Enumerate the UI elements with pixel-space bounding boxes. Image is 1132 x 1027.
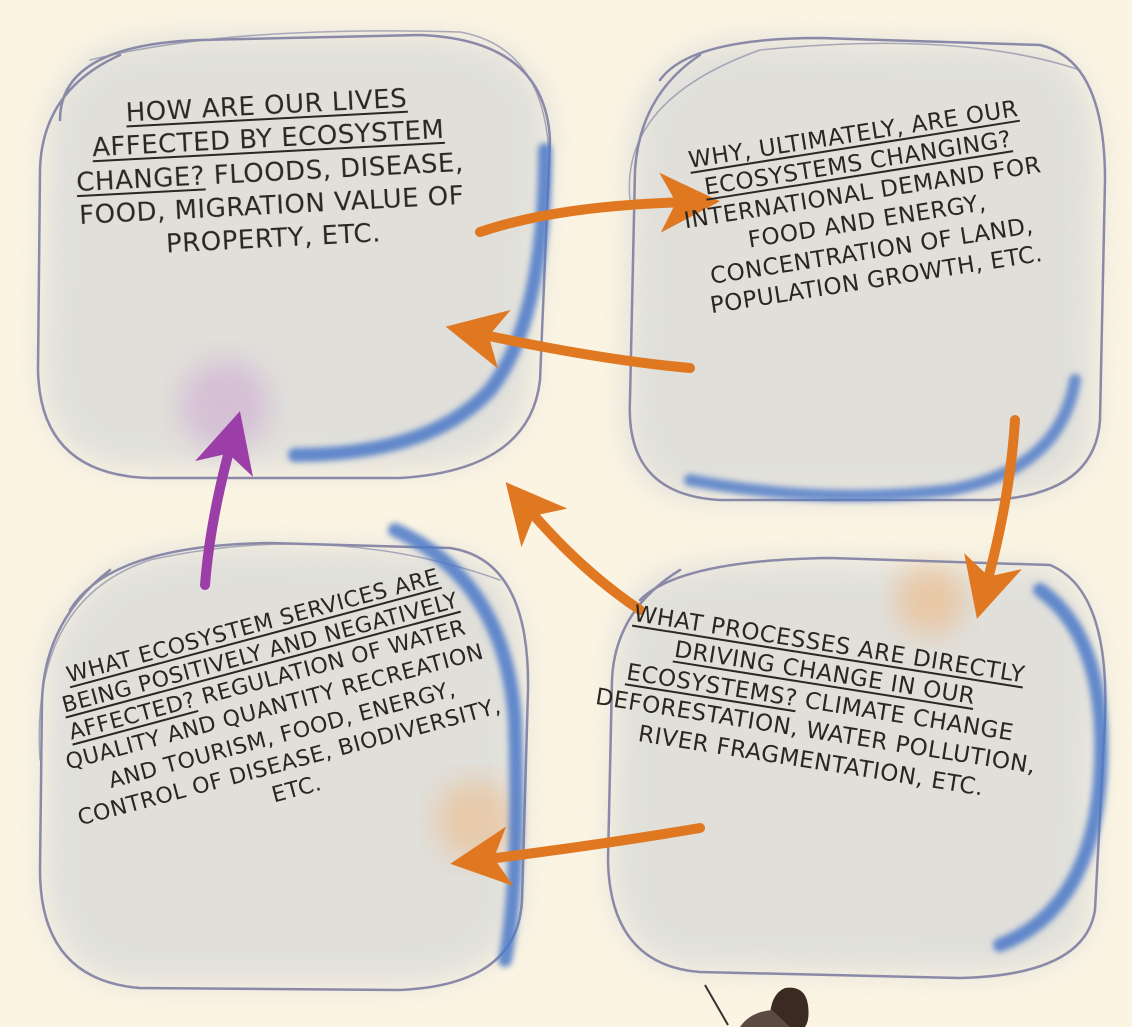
- arrow-services-to-lives: [195, 411, 253, 590]
- bubble-outline-processes: [606, 556, 1107, 980]
- bubble-fill-why: [624, 39, 1100, 501]
- arrow-why-to-processes: [964, 415, 1022, 619]
- bubble-outline-lives-2: [89, 30, 550, 201]
- bubble-fill-services: [42, 545, 525, 985]
- figure-illustration: [704, 984, 809, 1027]
- arrow-lives-to-why: [475, 172, 720, 237]
- color-smudge-orange: [435, 780, 515, 860]
- figure-body: [740, 1010, 790, 1027]
- blue-accent-strokes: [288, 143, 1109, 967]
- bubble-lives: How are our lives affected by ecosystem …: [66, 80, 474, 267]
- bubble-outline-lives: [36, 33, 552, 480]
- arrow-why-to-lives: [445, 310, 695, 373]
- bubble-outline-why: [628, 36, 1107, 502]
- bubble-fill-lives: [40, 35, 551, 470]
- bubble-outline-services-2: [38, 543, 501, 761]
- blue-stroke-why: [684, 374, 1081, 502]
- bubble-fill-processes: [610, 560, 1100, 975]
- blue-stroke-lives: [288, 143, 552, 462]
- color-smudge-orange: [895, 565, 965, 635]
- arrow-processes-to-center: [505, 482, 645, 615]
- arrows: [195, 172, 1022, 887]
- blue-stroke-processes: [993, 583, 1109, 952]
- arrow-processes-to-services: [450, 823, 705, 887]
- bubble-outline-why-2: [628, 42, 1081, 201]
- blue-stroke-services: [388, 523, 524, 967]
- pointer-stick: [704, 984, 729, 1026]
- color-smudge-purple: [180, 360, 270, 450]
- bubble-outlines: [36, 30, 1107, 992]
